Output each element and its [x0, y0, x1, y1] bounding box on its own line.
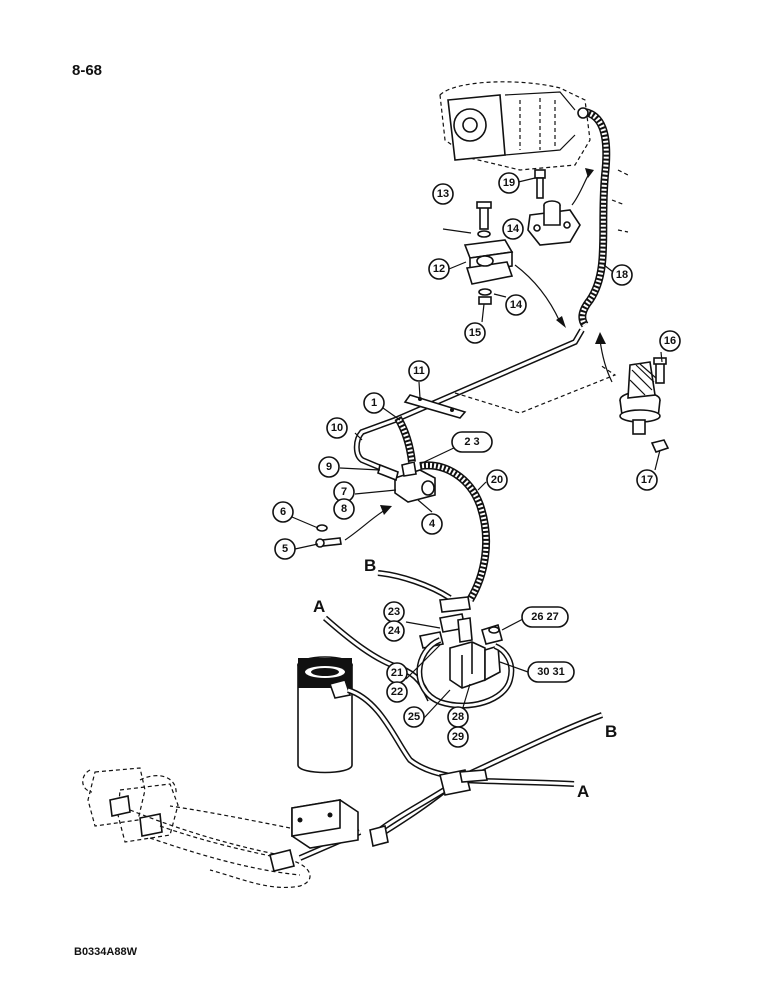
svg-text:12: 12	[433, 263, 445, 275]
svg-text:17: 17	[641, 474, 653, 486]
callout-22: 22	[386, 681, 408, 703]
callout-5: 5	[274, 538, 296, 560]
clamp-arrow	[514, 264, 561, 323]
callout-14-upper: 14	[502, 218, 524, 240]
tube-10	[353, 328, 585, 473]
callout-6: 6	[272, 501, 294, 523]
svg-text:2 3: 2 3	[464, 436, 479, 448]
valve-arrowhead	[595, 332, 606, 344]
callout-16: 16	[659, 330, 681, 352]
svg-text:16: 16	[664, 335, 676, 347]
engine-pump-illustration	[439, 81, 591, 171]
clamp-assembly	[463, 201, 514, 305]
callout-14-lower: 14	[505, 294, 527, 316]
svg-text:7: 7	[341, 486, 347, 498]
loop-hose	[416, 637, 515, 709]
svg-text:8: 8	[341, 503, 347, 515]
callout-18: 18	[611, 264, 633, 286]
callout-8: 8	[333, 498, 355, 520]
filter-canister	[297, 656, 353, 774]
svg-text:11: 11	[413, 365, 425, 377]
svg-text:5: 5	[282, 543, 288, 555]
bracket-11	[403, 394, 467, 419]
line-b-upper	[377, 570, 452, 601]
block-arrowhead	[380, 505, 392, 515]
callout-30-31: 30 31	[527, 661, 575, 683]
clamp-arrowhead	[556, 316, 566, 328]
svg-text:28: 28	[452, 711, 464, 723]
valve-block-4	[377, 461, 436, 503]
svg-text:14: 14	[510, 299, 523, 311]
svg-text:1: 1	[371, 397, 377, 409]
svg-text:29: 29	[452, 731, 464, 743]
pilot-control-valves	[82, 767, 311, 889]
callout-20: 20	[486, 469, 508, 491]
callout-10: 10	[326, 417, 348, 439]
line-label-b-lower: B	[605, 722, 617, 741]
page-number: 8-68	[72, 62, 103, 79]
lower-hoses	[298, 687, 604, 861]
callout-26-27: 26 27	[521, 606, 569, 628]
bolt-19	[534, 169, 546, 199]
svg-text:30 31: 30 31	[537, 666, 565, 678]
callout-12: 12	[428, 258, 450, 280]
svg-text:18: 18	[616, 269, 628, 281]
callout-19: 19	[498, 172, 520, 194]
figure-code: B0334A88W	[74, 946, 137, 958]
flange-arrowhead	[585, 168, 594, 178]
svg-text:24: 24	[388, 625, 401, 637]
callout-13: 13	[432, 183, 454, 205]
callout-9: 9	[318, 456, 340, 478]
callout-17: 17	[636, 469, 658, 491]
svg-text:21: 21	[391, 667, 403, 679]
braided-hose-18	[577, 107, 629, 328]
callout-25: 25	[403, 706, 425, 728]
line-label-b-upper: B	[364, 556, 376, 575]
callout-1: 1	[363, 392, 385, 414]
svg-text:4: 4	[429, 518, 436, 530]
line-label-a-upper: A	[313, 597, 325, 616]
svg-text:25: 25	[408, 711, 420, 723]
svg-text:22: 22	[391, 686, 403, 698]
callout-24: 24	[383, 620, 405, 642]
callout-2-3: 2 3	[451, 431, 493, 453]
callout-21: 21	[386, 662, 408, 684]
callout-23: 23	[383, 601, 405, 623]
svg-text:14: 14	[507, 223, 520, 235]
braided-hose-1	[394, 415, 416, 463]
svg-text:10: 10	[331, 422, 343, 434]
svg-text:15: 15	[469, 327, 481, 339]
svg-text:13: 13	[437, 188, 449, 200]
line-label-a-lower: A	[577, 782, 589, 801]
bolt-5-washer-6	[315, 524, 342, 548]
braided-hose-20	[419, 461, 491, 603]
mounting-outline	[454, 364, 617, 414]
solenoid-valve-25	[449, 623, 503, 689]
lower-manifold	[291, 799, 389, 849]
svg-text:20: 20	[491, 474, 503, 486]
leader-lines	[291, 177, 663, 719]
svg-text:23: 23	[388, 606, 400, 618]
block-arrow	[344, 509, 386, 541]
pump-flange	[527, 200, 581, 246]
valve-arrow	[599, 339, 613, 383]
callout-15: 15	[464, 322, 486, 344]
svg-text:26 27: 26 27	[531, 611, 559, 623]
callout-29: 29	[447, 726, 469, 748]
callout-4: 4	[421, 513, 443, 535]
svg-text:19: 19	[503, 177, 515, 189]
svg-text:6: 6	[280, 506, 286, 518]
check-valve-16	[619, 357, 670, 453]
flange-arrow	[571, 171, 591, 206]
svg-text:9: 9	[326, 461, 332, 473]
callout-11: 11	[408, 360, 430, 382]
fittings-23-24	[419, 596, 473, 649]
callout-28: 28	[447, 706, 469, 728]
